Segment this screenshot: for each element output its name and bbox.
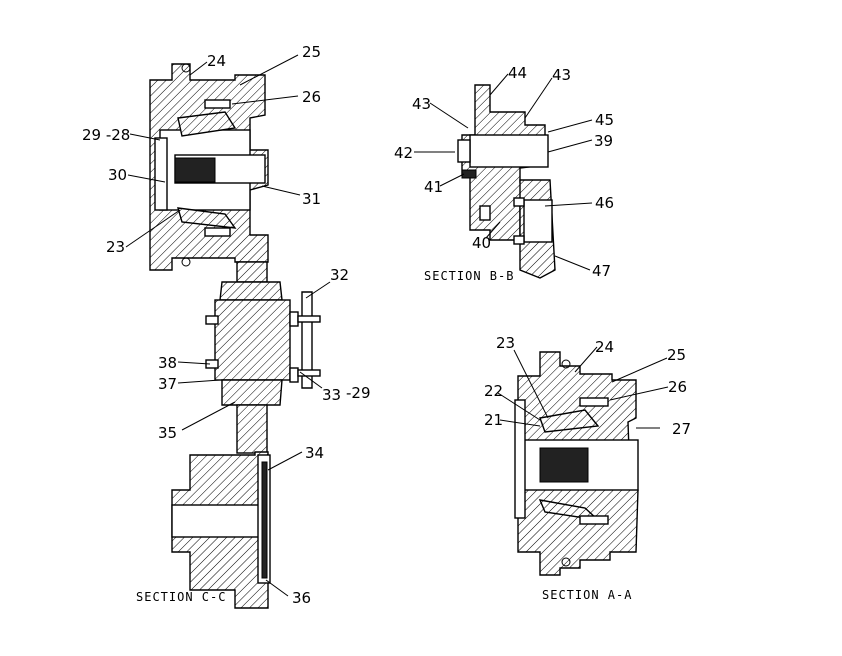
callout-24: 24: [595, 338, 614, 356]
callout-22: 22: [484, 382, 503, 400]
callout-36: 36: [292, 589, 311, 607]
callout-25: 25: [667, 346, 686, 364]
leader-lines: [125, 54, 669, 597]
callout-35: 35: [158, 424, 177, 442]
section-cc-caption: SECTION C-C: [136, 590, 226, 604]
callout-43: 43: [412, 95, 431, 113]
left-top-hub-section: [149, 63, 269, 271]
callout-32: 32: [330, 266, 349, 284]
callout-labels: 24 25 26 29 -28 30 31 23 32 38 37 33 -29…: [82, 43, 691, 607]
section-aa-drawing: [514, 351, 660, 576]
callout-40: 40: [472, 234, 491, 252]
callout-44: 44: [508, 64, 527, 82]
callout-41: 41: [424, 178, 443, 196]
callout-27: 27: [672, 420, 691, 438]
callout-29-28: 29 -28: [82, 126, 130, 144]
callout-39: 39: [594, 132, 613, 150]
callout-46: 46: [595, 194, 614, 212]
callout-38: 38: [158, 354, 177, 372]
callout-37: 37: [158, 375, 177, 393]
callout-25: 25: [302, 43, 321, 61]
section-bb-caption: SECTION B-B: [424, 269, 514, 283]
callout-34: 34: [305, 444, 324, 462]
callout-24: 24: [207, 52, 226, 70]
callout-30: 30: [108, 166, 127, 184]
callout-31: 31: [302, 190, 321, 208]
callout-21: 21: [484, 411, 503, 429]
callout-23: 23: [496, 334, 515, 352]
callout-26: 26: [302, 88, 321, 106]
section-captions: SECTION B-B SECTION C-C SECTION A-A: [136, 269, 632, 604]
left-middle-block-section: [205, 261, 321, 454]
callout-23: 23: [106, 238, 125, 256]
callout-33: 33: [322, 386, 341, 404]
callout-47: 47: [592, 262, 611, 280]
callout-43: 43: [552, 66, 571, 84]
callout-26: 26: [668, 378, 687, 396]
section-aa-caption: SECTION A-A: [542, 588, 632, 602]
section-bb-drawing: [457, 84, 556, 279]
callout-29: -29: [346, 384, 371, 402]
left-bottom-hub-section: [171, 451, 271, 609]
callout-45: 45: [595, 111, 614, 129]
callout-42: 42: [394, 144, 413, 162]
